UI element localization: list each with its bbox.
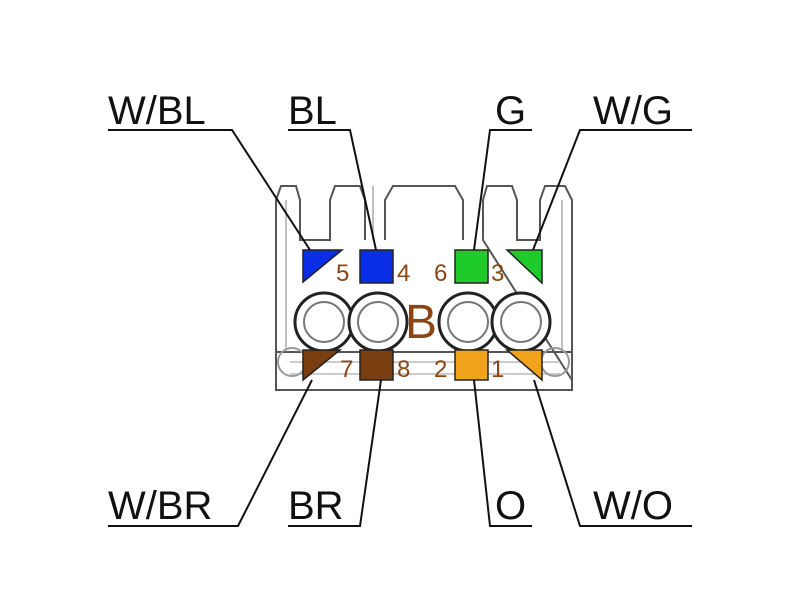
label-o: O	[495, 484, 526, 528]
label-br: BR	[288, 484, 344, 528]
marker-w-bl	[302, 249, 345, 284]
marker-w-o	[504, 349, 543, 382]
label-w-br: W/BR	[108, 484, 212, 528]
pin-number-1: 1	[491, 356, 504, 383]
pin-numbers: 5 4 6 3 7 8 2 1	[336, 260, 504, 383]
leader-w-g	[532, 129, 692, 251]
wire-labels: W/BL BL G W/G W/BR BR O W/O	[108, 89, 673, 528]
leader-bl	[288, 129, 377, 251]
leader-w-o	[533, 379, 692, 527]
marker-br	[359, 349, 394, 381]
marker-w-br	[302, 349, 343, 382]
marker-w-g	[505, 249, 543, 285]
marker-g	[454, 249, 489, 284]
standard-letter: B	[405, 296, 437, 349]
label-w-g: W/G	[593, 89, 673, 133]
marker-bl	[359, 249, 394, 284]
leader-o	[473, 379, 532, 527]
label-w-o: W/O	[593, 484, 673, 528]
pin-number-2: 2	[434, 356, 447, 383]
leader-w-br	[108, 379, 313, 527]
pin-number-4: 4	[397, 260, 410, 287]
pin-number-6: 6	[434, 260, 447, 287]
leader-g	[473, 129, 532, 251]
marker-o	[454, 349, 489, 381]
pin-number-8: 8	[397, 356, 410, 383]
leader-br	[288, 379, 382, 527]
leader-w-bl	[108, 129, 311, 251]
label-g: G	[495, 89, 526, 133]
leader-lines	[108, 129, 692, 527]
pin-number-3: 3	[491, 260, 504, 287]
label-bl: BL	[288, 89, 337, 133]
label-w-bl: W/BL	[108, 89, 206, 133]
pin-number-7: 7	[340, 356, 353, 383]
pin-number-5: 5	[336, 260, 349, 287]
